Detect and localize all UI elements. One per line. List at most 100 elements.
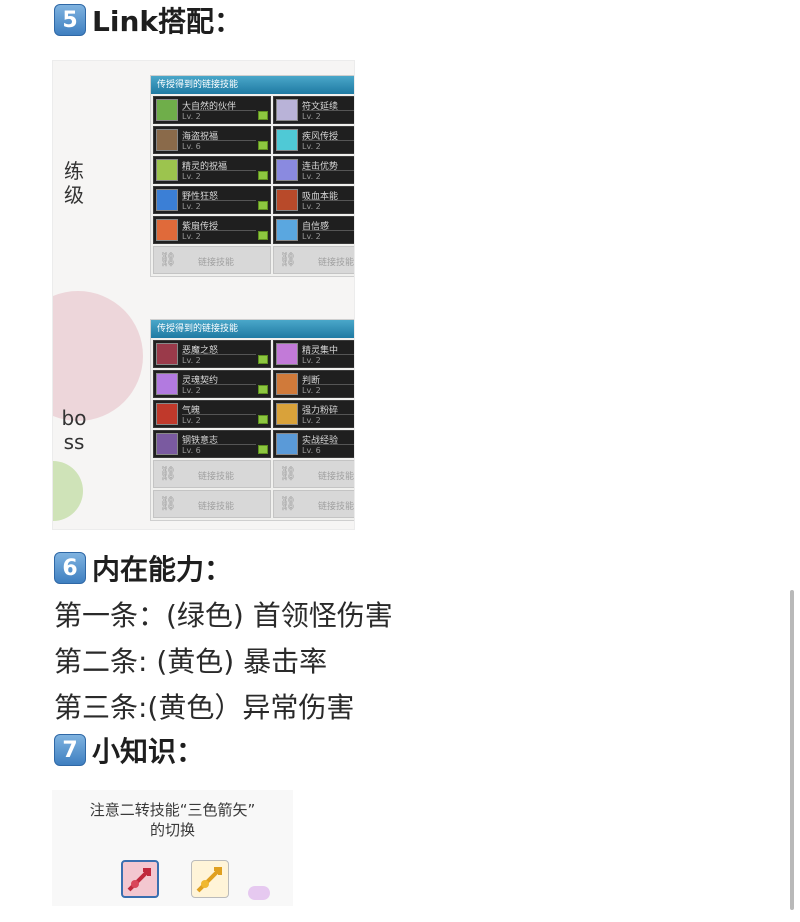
skill-name: 恶魔之怒 (182, 346, 219, 356)
divider (182, 110, 256, 111)
equipped-check-icon (258, 111, 268, 120)
divider (302, 230, 354, 231)
skill-level: Lv. 2 (302, 356, 321, 365)
section-title-inner-ability: 内在能力： (92, 553, 233, 586)
divider (302, 354, 354, 355)
divider (302, 140, 354, 141)
skill-name: 精灵集中 (302, 346, 339, 356)
skill-level: Lv. 2 (182, 232, 201, 241)
skill-level: Lv. 2 (302, 386, 321, 395)
divider (182, 170, 256, 171)
empty-slot-label: 链接技能 (318, 502, 355, 512)
chain-link-icon: ⛓ (159, 252, 177, 268)
equipped-check-icon (258, 445, 268, 454)
section-heading-inner-ability: 6 内在能力： (54, 550, 232, 586)
red-arrow-skill-icon (121, 860, 159, 898)
skill-icon (156, 343, 178, 365)
equipped-check-icon (258, 141, 268, 150)
skill-icon (156, 189, 178, 211)
divider (302, 200, 354, 201)
equipped-check-icon (258, 171, 268, 180)
skill-icon (276, 129, 298, 151)
skill-level: Lv. 2 (302, 232, 321, 241)
chain-link-icon: ⛓ (159, 496, 177, 512)
section-title-link: Link搭配： (92, 5, 242, 38)
skill-level: Lv. 2 (182, 416, 201, 425)
skill-name: 精灵的祝福 (182, 162, 228, 172)
tip-text-line-1: 注意二转技能“三色箭矢” (89, 801, 256, 819)
skill-icon (156, 99, 178, 121)
tip-text: 注意二转技能“三色箭矢” 的切换 (52, 800, 293, 840)
panel-title: 传授得到的链接技能 (151, 320, 354, 338)
skill-name: 连击优势 (302, 162, 339, 172)
divider (182, 230, 256, 231)
number-badge-5: 5 (54, 4, 86, 36)
label-boss: bo ss (57, 406, 91, 454)
skill-icon (156, 219, 178, 241)
skill-name: 海盗祝福 (182, 132, 219, 142)
empty-link-slot[interactable]: ⛓链接技能 (153, 490, 271, 518)
skill-level: Lv. 2 (182, 202, 201, 211)
empty-link-slot[interactable]: ⛓链接技能 (273, 490, 355, 518)
divider (302, 384, 354, 385)
empty-slot-label: 链接技能 (198, 472, 235, 482)
purple-sparkle-decoration (248, 886, 270, 900)
skill-level: Lv. 6 (182, 142, 201, 151)
skill-name: 气魄 (182, 406, 201, 416)
skill-icon (276, 343, 298, 365)
skill-level: Lv. 2 (182, 172, 201, 181)
empty-link-slot[interactable]: ⛓链接技能 (273, 246, 354, 274)
skill-level: Lv. 2 (302, 416, 321, 425)
skill-name: 吸血本能 (302, 192, 339, 202)
empty-slot-label: 链接技能 (198, 258, 235, 268)
empty-link-slot[interactable]: ⛓链接技能 (153, 460, 271, 488)
skill-level: Lv. 2 (302, 112, 321, 121)
skill-icon (276, 403, 298, 425)
empty-link-slot[interactable]: ⛓ 链接技能 (153, 246, 271, 274)
chain-link-icon: ⛓ (279, 252, 297, 268)
skill-name: 疾风传授 (302, 132, 339, 142)
equipped-check-icon (258, 385, 268, 394)
panel-title: 传授得到的链接技能 (151, 76, 354, 94)
skill-name: 实战经验 (302, 436, 339, 446)
skill-level: Lv. 2 (302, 202, 321, 211)
skill-icon (156, 159, 178, 181)
skill-icon (156, 403, 178, 425)
chain-link-icon: ⛓ (279, 466, 297, 482)
divider (302, 170, 354, 171)
skill-name: 判断 (302, 376, 321, 386)
equipped-check-icon (258, 201, 268, 210)
equipped-check-icon (258, 415, 268, 424)
skill-icon (156, 129, 178, 151)
divider (302, 110, 354, 111)
empty-slot-label: 链接技能 (318, 472, 355, 482)
skill-level: Lv. 2 (302, 172, 321, 181)
section-title-tips: 小知识： (92, 735, 205, 768)
character-art-decoration (53, 291, 143, 421)
empty-link-slot[interactable]: ⛓ 链接技能 (273, 460, 355, 488)
training-label-text: 练 级 (64, 159, 84, 207)
skill-name: 符文延续 (302, 102, 339, 112)
section-heading-tips: 7 小知识： (54, 732, 204, 768)
scrollbar-thumb[interactable] (790, 590, 794, 910)
skill-level: Lv. 2 (182, 356, 201, 365)
